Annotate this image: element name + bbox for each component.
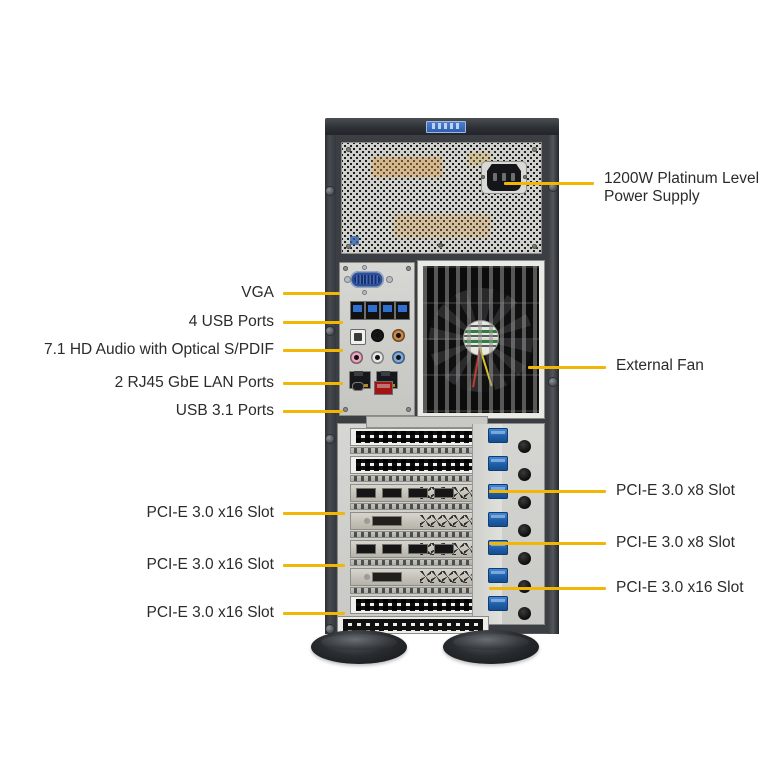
leader-line-power-supply <box>504 182 594 185</box>
gpu-bracket-displayport[interactable] <box>350 540 482 558</box>
slot-retention-clip[interactable] <box>488 512 508 527</box>
audio-jack <box>392 329 405 342</box>
callout-external-fan: External Fan <box>616 357 704 374</box>
usb-3-1-type-a-port <box>374 381 393 395</box>
gpu-bracket-dvi[interactable] <box>350 568 482 586</box>
callout-power-supply: 1200W Platinum Level Power Supply <box>604 170 760 205</box>
usb-3-0-port <box>350 301 365 320</box>
optical-spdif-port <box>350 329 366 345</box>
leader-line-pcie-x8-mid <box>489 542 606 545</box>
callout-pcie-x16-a: PCI-E 3.0 x16 Slot <box>146 504 274 521</box>
vga-port <box>350 271 384 288</box>
usb-3-0-port <box>365 301 380 320</box>
slot-retention-clip[interactable] <box>488 428 508 443</box>
leader-line-pcie-x16-right <box>489 587 606 590</box>
audio-jack <box>392 351 405 364</box>
leader-line-usb31-ports <box>283 410 343 413</box>
expansion-slot-area <box>337 416 545 625</box>
callout-pcie-x16-c: PCI-E 3.0 x16 Slot <box>146 604 274 621</box>
audio-jack <box>371 351 384 364</box>
callout-hd-audio: 7.1 HD Audio with Optical S/PDIF <box>43 341 274 358</box>
gpu-bracket-dvi[interactable] <box>350 512 482 530</box>
chassis-foot <box>311 630 407 664</box>
expansion-bracket-vented[interactable] <box>350 456 482 474</box>
usb-3-0-port <box>380 301 395 320</box>
callout-vga: VGA <box>241 284 274 301</box>
top-indicator-badge <box>426 121 466 133</box>
slot-retention-clip[interactable] <box>488 596 508 611</box>
expansion-bracket-vented[interactable] <box>350 428 482 446</box>
leader-line-pcie-x8-top <box>489 490 606 493</box>
gpu-bracket-displayport[interactable] <box>350 484 482 502</box>
slot-retention-clip[interactable] <box>488 456 508 471</box>
audio-jack <box>350 351 363 364</box>
callout-usb-ports: 4 USB Ports <box>188 313 274 330</box>
audio-jack <box>371 329 384 342</box>
leader-line-pcie-x16-b <box>283 564 345 567</box>
leader-line-usb-ports <box>283 321 343 324</box>
usb-3-0-port <box>395 301 410 320</box>
rear-io-shield <box>339 262 415 416</box>
callout-usb31-ports: USB 3.1 Ports <box>175 402 274 419</box>
power-supply-unit <box>341 142 542 254</box>
slot-retention-clip[interactable] <box>488 568 508 583</box>
chassis-foot <box>443 630 539 664</box>
chassis-top-cap <box>325 118 559 135</box>
usb-3-1-type-c-port <box>352 382 364 391</box>
external-fan-module <box>417 260 545 419</box>
motherboard-tray-edge <box>366 416 488 428</box>
callout-lan-ports: 2 RJ45 GbE LAN Ports <box>114 374 274 391</box>
expansion-bracket-vented[interactable] <box>350 596 482 614</box>
chassis-bottom-vent <box>337 616 489 634</box>
leader-line-vga <box>283 292 340 295</box>
callout-pcie-x16-right: PCI-E 3.0 x16 Slot <box>616 579 744 596</box>
leader-line-hd-audio <box>283 349 343 352</box>
leader-line-external-fan <box>528 366 606 369</box>
callout-pcie-x16-b: PCI-E 3.0 x16 Slot <box>146 556 274 573</box>
leader-line-lan-ports <box>283 382 343 385</box>
psu-certification-mark <box>350 236 359 245</box>
fan-grille <box>423 266 539 413</box>
server-chassis-rear <box>325 118 559 634</box>
callout-pcie-x8-top: PCI-E 3.0 x8 Slot <box>616 482 735 499</box>
chassis-right-rail <box>548 135 559 634</box>
iec-c14-power-inlet <box>481 161 527 194</box>
leader-line-pcie-x16-a <box>283 512 345 515</box>
callout-pcie-x8-mid: PCI-E 3.0 x8 Slot <box>616 534 735 551</box>
leader-line-pcie-x16-c <box>283 612 345 615</box>
